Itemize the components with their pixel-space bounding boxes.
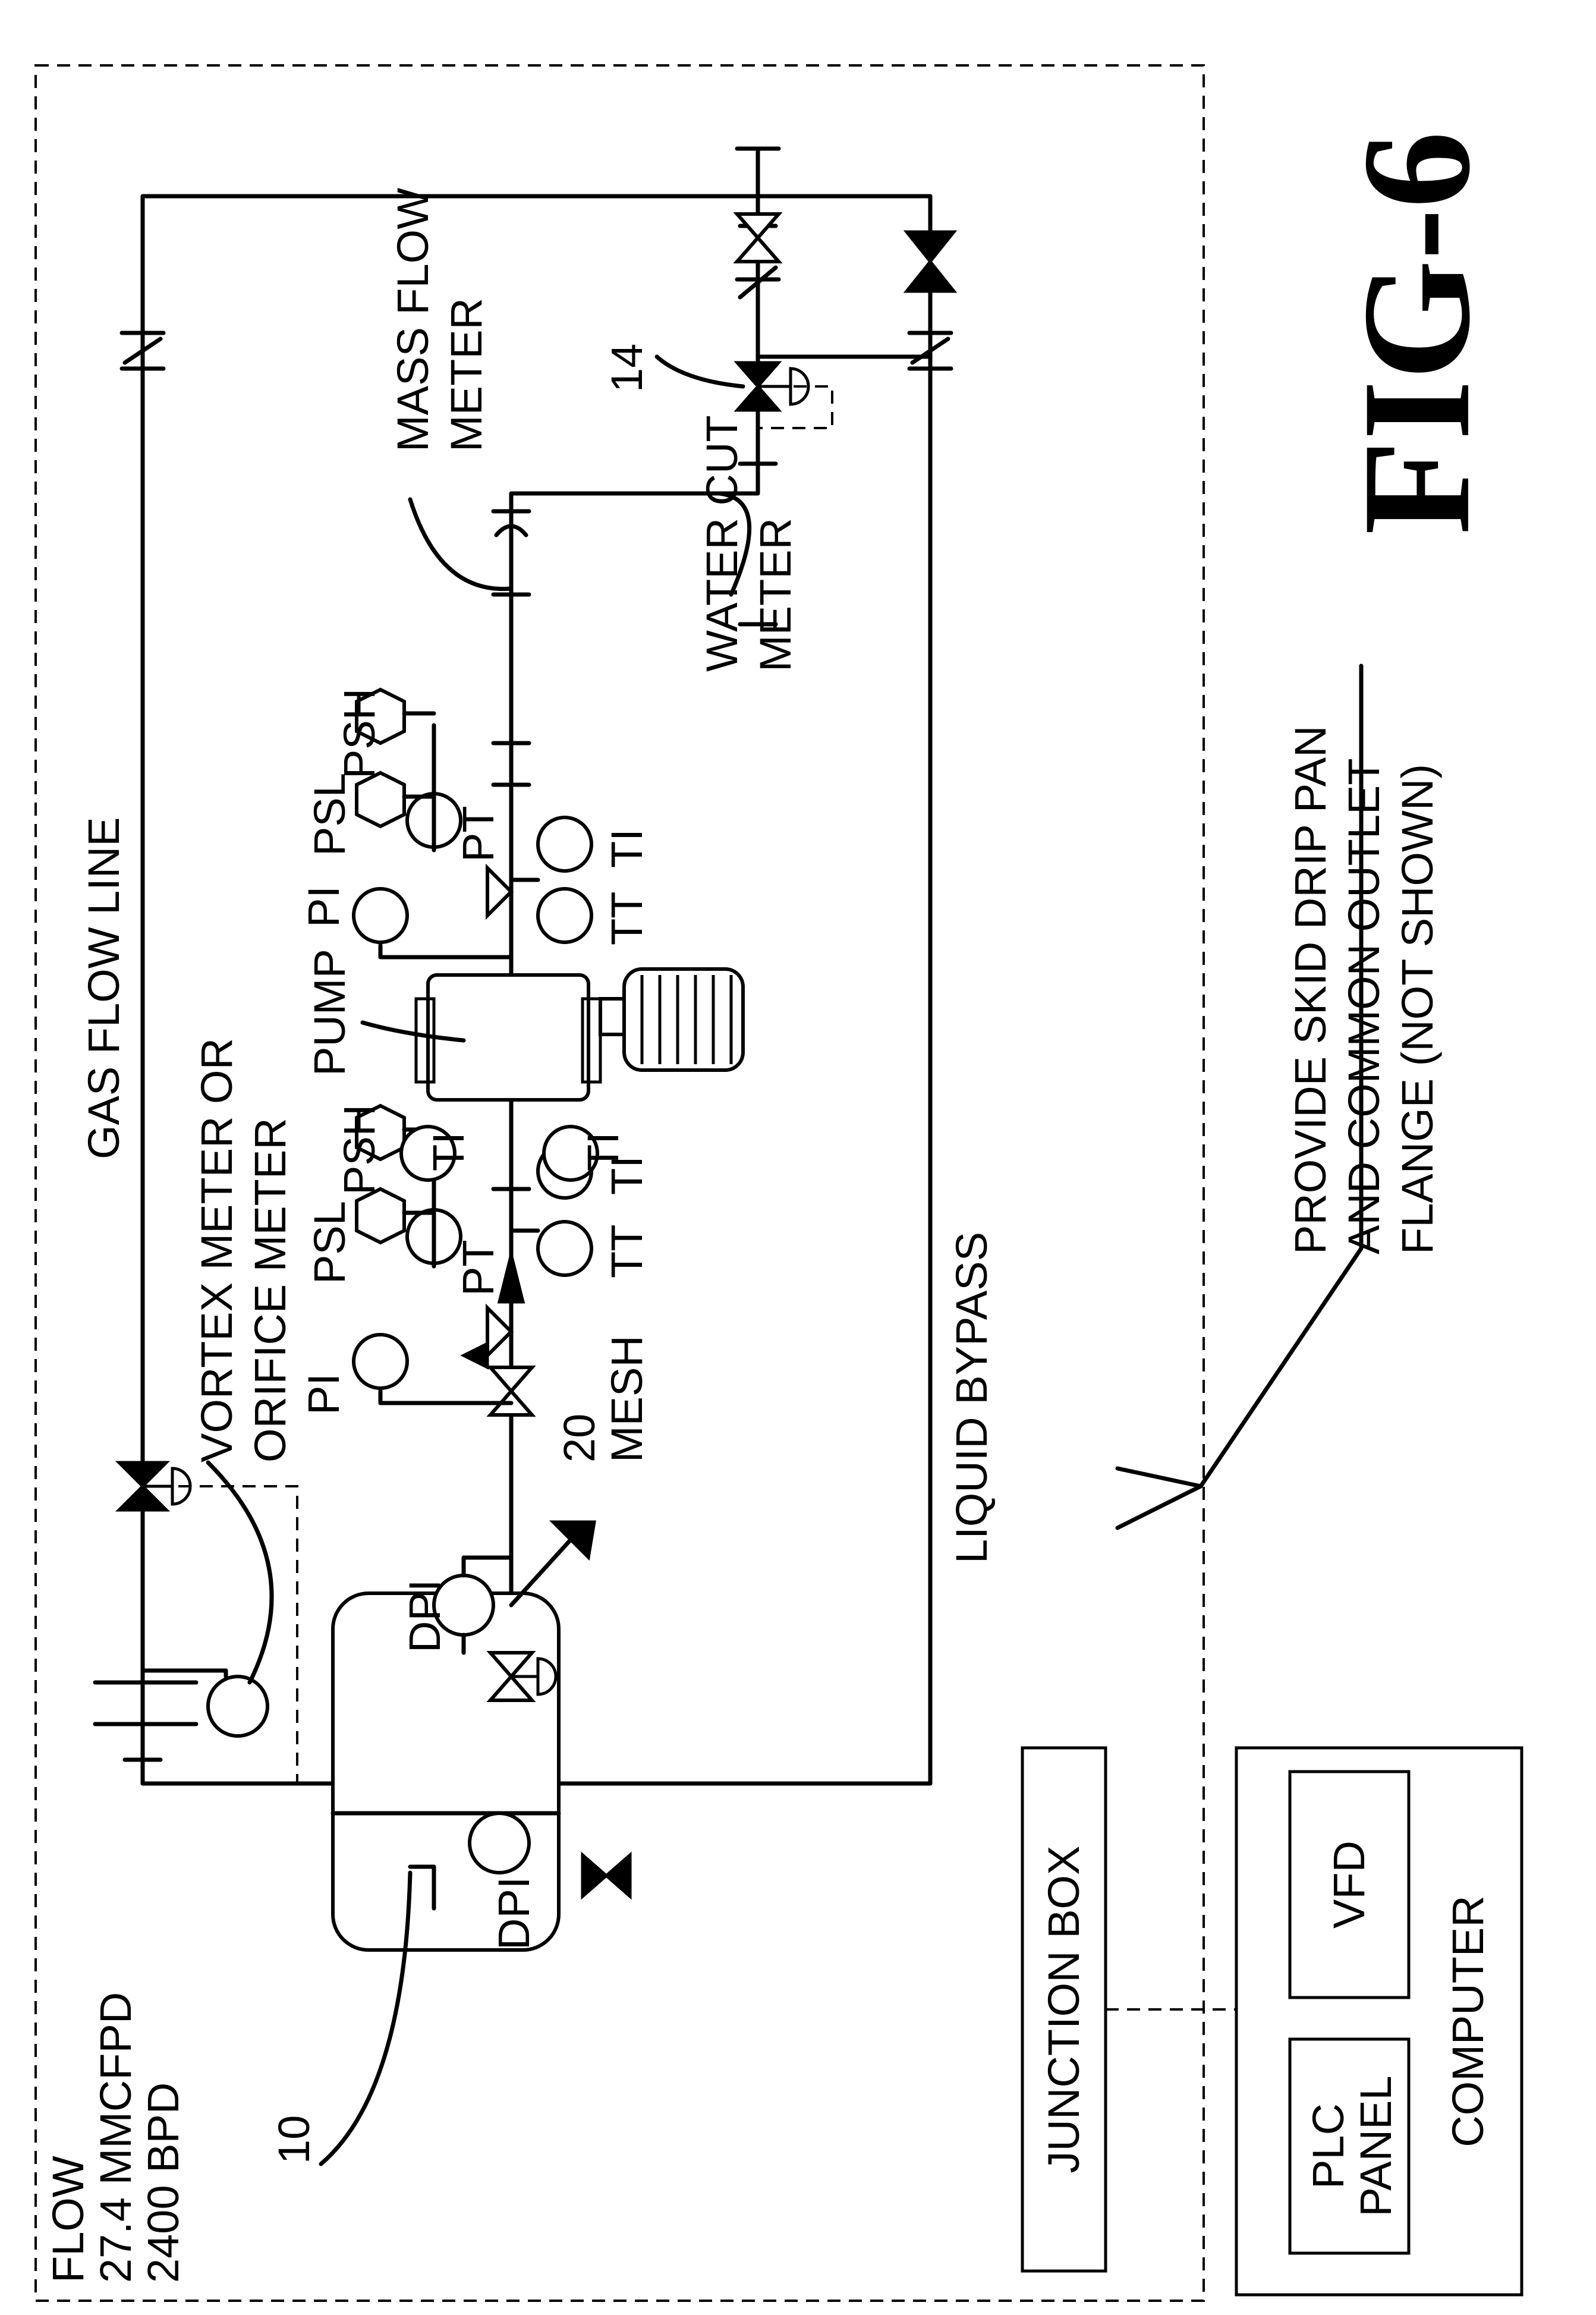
inlet-psl: PSL	[305, 1201, 354, 1284]
outlet-pi: PI	[299, 886, 348, 927]
plc-panel-label: PLC PANEL	[1304, 2075, 1400, 2216]
separator-dpi: DPI	[489, 1877, 539, 1950]
pump-label: PUMP	[305, 949, 354, 1076]
liquid-rate: 2400 BPD	[138, 2083, 188, 2283]
inlet-pt: PT	[454, 1240, 503, 1296]
vortex-meter-label: VORTEX METER OR ORIFICE METER	[192, 1038, 295, 1462]
computer-label: COMPUTER	[1443, 1895, 1493, 2147]
water-cut-line2: METER	[751, 518, 800, 672]
leader-vortex	[208, 1462, 272, 1682]
mass-label-line1: MASS FLOW	[388, 188, 437, 452]
note-line3: FLANGE (NOT SHOWN)	[1393, 764, 1442, 1254]
vortex-meter	[95, 1671, 267, 1736]
outlet-temperature-instruments	[511, 817, 591, 942]
mass-flow-meter-label: MASS FLOW METER	[388, 188, 491, 452]
junction-box-label: JUNCTION BOX	[1039, 1846, 1088, 2174]
bypass-block-valve	[906, 232, 954, 291]
gas-flow-line-label: GAS FLOW LINE	[79, 817, 128, 1159]
mass-label-line2: METER	[442, 298, 491, 452]
gas-rate: 27.4 MMCFPD	[91, 1992, 140, 2283]
outlet-pt: PT	[454, 806, 503, 862]
plc-line2: PANEL	[1351, 2075, 1400, 2216]
strainer-mesh-label: 20 MESH	[555, 1335, 651, 1462]
separator-ref: 10	[269, 2115, 319, 2164]
pump-ti-1: TI	[424, 1132, 473, 1171]
pump-ti-2: TI	[578, 1132, 628, 1171]
outlet-psh: PSH	[335, 688, 384, 779]
vortex-label-line1: VORTEX METER OR	[192, 1038, 241, 1462]
main-liquid-line	[511, 149, 758, 1784]
note-line1: PROVIDE SKID DRIP PAN	[1286, 725, 1335, 1254]
mesh-word: MESH	[602, 1335, 651, 1462]
outlet-psl: PSL	[305, 773, 354, 856]
inlet-tt: TT	[602, 1225, 651, 1278]
flow-rate-label: FLOW 27.4 MMCFPD 2400 BPD	[43, 1992, 188, 2283]
inlet-psh: PSH	[335, 1105, 384, 1195]
outlet-ti: TI	[602, 829, 651, 868]
figure-title: FIG-6	[1331, 131, 1502, 535]
control-valve-14	[737, 363, 832, 428]
control-valve-ref: 14	[602, 344, 651, 392]
outlet-gate-valve	[737, 214, 779, 262]
water-cut-line1: WATER CUT	[697, 415, 747, 672]
separator-vessel-10	[333, 1593, 630, 1950]
mesh-number: 20	[555, 1414, 604, 1462]
inlet-pi: PI	[299, 1373, 348, 1415]
strainer-dpi: DPI	[400, 1580, 449, 1653]
drip-pan-note: PROVIDE SKID DRIP PAN AND COMMON OUTLET …	[1286, 725, 1442, 1254]
liquid-bypass-label: LIQUID BYPASS	[947, 1232, 996, 1564]
vfd-label: VFD	[1324, 1841, 1374, 1929]
plc-line1: PLC	[1304, 2103, 1353, 2189]
vortex-label-line2: ORIFICE METER	[245, 1118, 295, 1462]
flow-label: FLOW	[43, 2156, 93, 2283]
outlet-tt: TT	[602, 892, 651, 945]
leader-14	[657, 357, 743, 386]
note-line2: AND COMMON OUTLET	[1339, 758, 1389, 1254]
